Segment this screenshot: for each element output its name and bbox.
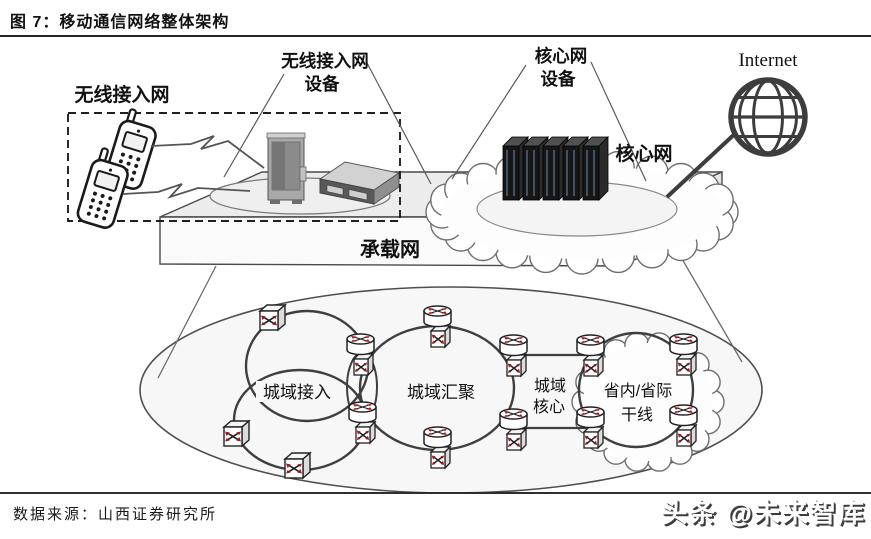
watermark: 头条 @未来智库 bbox=[661, 498, 866, 528]
metro-aggregation-label: 城域汇聚 bbox=[407, 383, 475, 402]
switch-box-icon bbox=[285, 453, 310, 478]
trunk-label-line1: 省内/省际 bbox=[604, 382, 672, 400]
label-pointer-lines bbox=[223, 61, 647, 185]
bbu-rack-icon bbox=[318, 161, 401, 205]
internet-link-line bbox=[665, 127, 742, 199]
metro-core-label-line2: 核心 bbox=[533, 398, 565, 416]
ran-dashed-box bbox=[67, 112, 401, 222]
core-equipment-label-line1: 核心网 bbox=[535, 46, 588, 66]
wireless-link-zigzags bbox=[122, 135, 265, 199]
ran-label: 无线接入网 bbox=[74, 83, 169, 106]
switch-box-icon bbox=[224, 421, 249, 446]
core-network-label: 核心网 bbox=[615, 142, 672, 165]
globe-icon bbox=[728, 77, 808, 157]
base-station-cabinet-icon bbox=[266, 132, 307, 204]
trunk-label-line2: 干线 bbox=[621, 406, 653, 424]
core-equipment-label-line2: 设备 bbox=[541, 69, 576, 89]
label-halo bbox=[256, 381, 338, 402]
trunk-ring bbox=[577, 331, 695, 449]
figure-title: 图 7：移动通信网络整体架构 bbox=[10, 14, 230, 31]
bearer-network-label: 承载网 bbox=[360, 237, 420, 261]
server-rack-icons bbox=[502, 136, 609, 201]
footer-divider bbox=[0, 492, 871, 494]
ran-equipment-label-line2: 设备 bbox=[305, 74, 340, 94]
switch-box-icon bbox=[260, 305, 285, 330]
internet-label: Internet bbox=[738, 50, 798, 71]
title-divider bbox=[0, 35, 871, 37]
ran-equipment-label-line1: 无线接入网 bbox=[281, 51, 369, 71]
metro-core-label-line1: 城域 bbox=[534, 377, 566, 395]
data-source: 数据来源：山西证券研究所 bbox=[13, 506, 218, 523]
metro-core-links bbox=[517, 353, 588, 430]
metro-access-label: 城域接入 bbox=[263, 383, 331, 402]
